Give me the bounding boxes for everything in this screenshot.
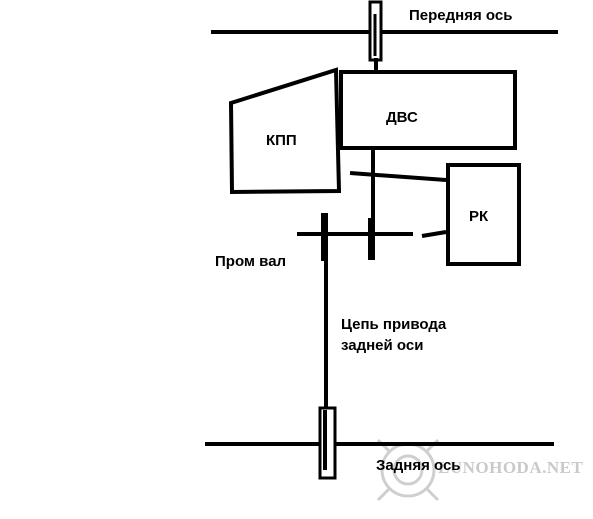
countershaft-label: Пром вал (215, 253, 287, 270)
countershaft-dashed-link (421, 230, 447, 238)
rear-axle-label: Задняя ось (376, 457, 461, 474)
chain-label-line2: задней оси (341, 337, 424, 354)
engine-label: ДВС (386, 109, 418, 126)
front-axle-label: Передняя ось (409, 7, 513, 24)
transfer-link-line (349, 171, 447, 182)
transfer-case-label: РК (469, 208, 489, 225)
gearbox-label: КПП (266, 132, 297, 149)
gearbox-block (228, 67, 342, 195)
countershaft-sprocket-left (321, 213, 328, 261)
transfer-case-block (446, 163, 521, 266)
engine-block (339, 70, 517, 150)
countershaft-sprocket-right (368, 218, 375, 260)
watermark-text: LUNOHODA.NET (438, 458, 584, 477)
rear-axle-sprocket (318, 406, 337, 480)
chain-label-line1: Цепь привода (341, 316, 447, 333)
